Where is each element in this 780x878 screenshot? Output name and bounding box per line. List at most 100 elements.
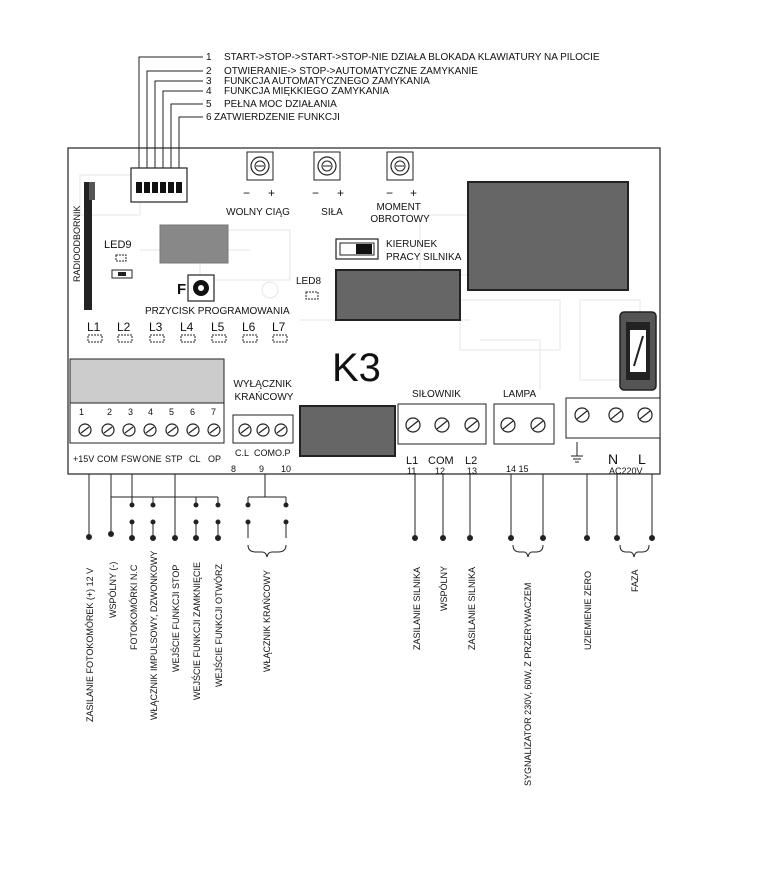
motor-title: SIŁOWNIK xyxy=(412,389,461,400)
limit-num-10: 10 xyxy=(281,464,291,474)
braces xyxy=(247,544,650,558)
pot-torque-plus: + xyxy=(410,186,417,200)
power-screws[interactable] xyxy=(574,407,653,423)
left-terminal-nums: 1 2 3 4 5 6 7 xyxy=(79,407,216,417)
terminal-num-5: 5 xyxy=(169,407,174,417)
led-l3-label: L3 xyxy=(149,320,163,334)
terminal-num-3: 3 xyxy=(128,407,133,417)
label-limit: WŁĄCZNIK KRAŃCOWY xyxy=(262,570,272,672)
limit-num-9: 9 xyxy=(259,464,264,474)
label-motor2: ZASILANIE SILNIKA xyxy=(467,567,477,650)
label-close: WEJŚCIE FUNKCJI ZAMKNIĘCIE xyxy=(191,562,202,700)
label-motor1: ZASILANIE SILNIKA xyxy=(412,567,422,650)
dip-num-1: 1 xyxy=(206,52,212,63)
relay-bottom xyxy=(299,405,396,457)
pot-torque-label: MOMENT OBROTOWY xyxy=(370,202,430,225)
motor-num-12: 12 xyxy=(435,466,445,476)
terminal-label-stp: STP xyxy=(165,454,183,464)
terminal-num-7: 7 xyxy=(211,407,216,417)
led-l1-icon xyxy=(87,334,103,343)
led-l4-label: L4 xyxy=(180,320,194,334)
label-open: WEJŚCIE FUNKCJI OTWÓRZ xyxy=(213,564,224,687)
label-common: WSPÓLNY (-) xyxy=(108,562,118,618)
led-l5-label: L5 xyxy=(211,320,225,334)
model-label: K3 xyxy=(332,346,381,390)
label-motor-common: WSPÓLNY xyxy=(439,566,449,611)
limit-switch-title: WYŁĄCZNIK KRAŃCOWY xyxy=(233,379,294,403)
radio-label: RADIOODBORNIK xyxy=(72,205,82,282)
limit-pin-com: COM xyxy=(254,448,275,458)
label-phase: FAZA xyxy=(630,569,640,592)
terminal-label-op: OP xyxy=(208,454,221,464)
led9-label: LED9 xyxy=(104,239,132,251)
label-photocell-power: ZASILANIE FOTOKOMÓREK (+) 12 V xyxy=(85,568,95,722)
radio-module xyxy=(84,182,92,310)
dip-num-2: 2 xyxy=(206,66,212,77)
fuse-holder[interactable] xyxy=(619,311,657,391)
motor-labels: L1 COM L2 11 12 13 xyxy=(406,455,477,476)
bottom-labels: ZASILANIE FOTOKOMÓREK (+) 12 V WSPÓLNY (… xyxy=(85,551,640,786)
led-l6-icon xyxy=(242,334,258,343)
led8-icon xyxy=(305,291,319,300)
label-ground: UZIEMIENIE ZERO xyxy=(583,571,593,650)
power-pin-l: L xyxy=(638,451,646,467)
dip-label-6: ZATWIERDZENIE FUNKCJI xyxy=(214,112,340,123)
label-stop: WEJŚCIE FUNKCJI STOP xyxy=(170,565,181,672)
power-label: AC220V xyxy=(609,466,643,476)
terminal-num-6: 6 xyxy=(190,407,195,417)
motor-screws[interactable] xyxy=(405,417,480,433)
pot-slow-minus: − xyxy=(243,186,250,200)
program-button[interactable] xyxy=(187,274,215,302)
limit-switch-labels: C.L COM O.P 8 9 10 xyxy=(231,448,291,474)
relay-middle xyxy=(335,269,461,321)
limit-switch-screws[interactable] xyxy=(238,423,288,437)
led-l5-icon xyxy=(211,334,227,343)
pot-torque[interactable] xyxy=(386,151,414,181)
led9-button-knob xyxy=(118,272,126,276)
relay-block xyxy=(467,181,629,291)
direction-label: KIERUNEK PRACY SILNIKA xyxy=(386,239,462,263)
led-l6-label: L6 xyxy=(242,320,256,334)
pot-force-plus: + xyxy=(337,186,344,200)
left-terminal-block xyxy=(69,402,225,444)
limit-pin-op: O.P xyxy=(275,448,291,458)
label-signal: SYGNALIZATOR 230V, 60W, Z PRZERYWACZEM xyxy=(523,583,533,786)
bottom-wiring xyxy=(86,474,655,541)
lamp-screws[interactable] xyxy=(500,417,546,433)
pot-force-minus: − xyxy=(312,186,319,200)
pot-slow[interactable] xyxy=(246,151,274,181)
chip xyxy=(159,224,229,264)
led-l1-label: L1 xyxy=(87,320,101,334)
led-l2-label: L2 xyxy=(117,320,131,334)
motor-pin-com: COM xyxy=(428,455,454,467)
terminal-num-1: 1 xyxy=(79,407,84,417)
label-photocell-nc: FOTOKOMÓRKI N.C xyxy=(129,564,139,650)
label-impulse: WŁĄCZNIK IMPULSOWY, DZWONKOWY xyxy=(149,551,159,720)
program-button-label: PRZYCISK PROGRAMOWANIA xyxy=(145,306,290,317)
led9-icon xyxy=(115,254,127,262)
left-terminal-cover xyxy=(69,358,225,404)
led-l7-icon xyxy=(272,334,288,343)
ground-symbol-icon xyxy=(571,442,583,463)
limit-num-8: 8 xyxy=(231,464,236,474)
pot-force-label: SIŁA xyxy=(321,207,343,218)
dip-switch[interactable] xyxy=(130,167,188,203)
led-row: L1 L2 L3 L4 L5 L6 L7 xyxy=(87,320,286,334)
terminal-label-com: COM xyxy=(97,454,118,464)
left-terminal-screws[interactable] xyxy=(78,423,221,437)
dip-num-4: 4 xyxy=(206,86,212,97)
dip-label-3: FUNKCJA AUTOMATYCZNEGO ZAMYKANIA xyxy=(224,76,430,87)
terminal-label-fsw: FSW xyxy=(121,454,142,464)
led-l2-icon xyxy=(117,334,133,343)
radio-tab xyxy=(89,182,95,200)
pot-force[interactable] xyxy=(313,151,341,181)
terminal-num-2: 2 xyxy=(107,407,112,417)
led-icons xyxy=(87,334,288,343)
dip-label-1: START->STOP->START->STOP-NIE DZIAŁA BLOK… xyxy=(224,52,600,63)
led8-label: LED8 xyxy=(296,276,321,287)
direction-switch[interactable] xyxy=(335,238,379,260)
dip-num-3: 3 xyxy=(206,76,212,87)
led-l3-icon xyxy=(149,334,165,343)
dip-leader-lines xyxy=(138,56,203,170)
